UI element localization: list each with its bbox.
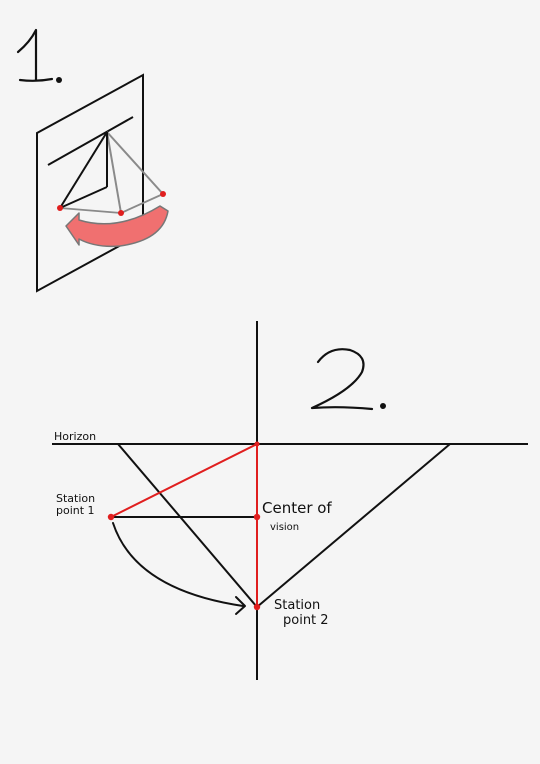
step-2-dot (380, 403, 386, 409)
picture-plane (36, 73, 144, 293)
gray-line-a (106, 131, 122, 214)
red-line-station1-to-vp (110, 443, 258, 518)
step-1-group (16, 28, 169, 293)
step1-point-right (160, 191, 166, 197)
step-1-numeral (16, 28, 54, 82)
swing-arrow (112, 522, 244, 607)
center-of-vision-label-line1: Center of (262, 499, 332, 517)
swing-arrowhead (235, 596, 246, 615)
center-of-vision-label-line2: vision (270, 522, 299, 533)
step1-point-left (57, 205, 63, 211)
horizon-label: Horizon (54, 430, 96, 443)
black-line-c (59, 186, 108, 209)
diagonal-right (256, 443, 451, 608)
gray-line-c (59, 207, 122, 214)
black-line-a (59, 131, 108, 209)
diagonal-left (117, 443, 258, 608)
station-point-1-label-line1: Station (56, 492, 95, 505)
station-point-1-label-line2: point 1 (56, 504, 95, 517)
plane-horizon-line (47, 116, 134, 166)
station-point-2-dot (253, 603, 261, 611)
step-2-numeral (310, 348, 374, 411)
step-1-dot (56, 77, 62, 83)
gray-line-d (120, 193, 164, 214)
step-2-group: Horizon Station point 1 Center of vision… (52, 321, 528, 680)
center-of-vision-dot (253, 513, 261, 521)
gray-line-b (106, 131, 164, 195)
station-point-2-label-line2: point 2 (283, 613, 329, 628)
station-point-1-dot (107, 513, 115, 521)
step1-point-middle (118, 210, 124, 216)
vanishing-point-dot (254, 441, 260, 447)
station-point-2-label-line1: Station (274, 598, 320, 613)
rotation-arrow (65, 205, 169, 248)
